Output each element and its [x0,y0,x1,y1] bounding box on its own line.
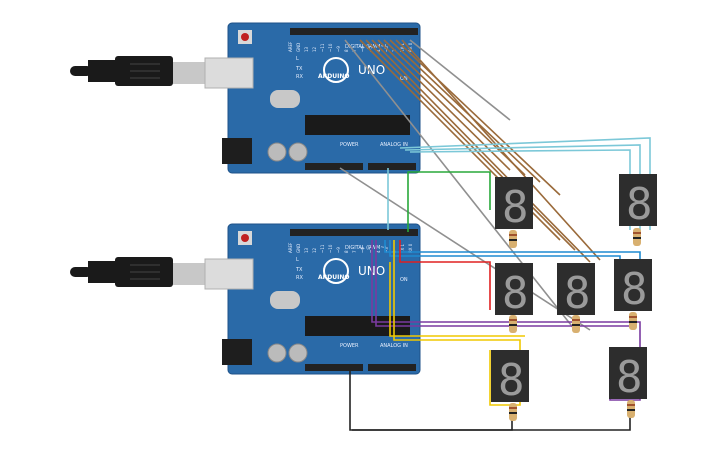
display-digit: 8 [626,179,653,230]
digital-pin-label: 8 [344,250,349,253]
digital-pin-label: ~10 [328,244,333,253]
digital-pin-label: 13 [304,247,309,253]
digital-pin-label: 4 [376,250,381,253]
rx-led-label: RX [296,275,303,281]
seven-segment-display[interactable]: 8 [619,174,657,230]
wire-gray[interactable] [339,167,591,331]
display-digit: 8 [502,268,529,319]
tx-led-label: TX [295,66,303,72]
digital-pin-label: 13 [304,46,309,52]
digital-header-label: DIGITAL (PWM~) [345,44,387,50]
seven-segment-display[interactable]: 8 [557,263,595,319]
digital-pin-label: ~5 [368,46,373,52]
wire-brown[interactable] [395,39,561,196]
board-logo: ARDUINO [318,73,349,80]
seven-segment-display[interactable]: 8 [491,350,529,406]
seven-segment-display[interactable]: 8 [609,347,647,403]
digital-pin-label: 7 [352,49,357,52]
digital-pin-label: 7 [352,250,357,253]
digital-pin-label: ~5 [368,247,373,253]
display-digit: 8 [564,268,591,319]
arduino-board-top[interactable]: ARDUINO UNO DIGITAL (PWM~) POWER ANALOG … [204,22,421,174]
digital-pin-label: AREF [288,242,293,253]
seven-segment-display[interactable]: 8 [495,177,533,233]
l-led-label: L [296,257,299,263]
digital-pin-label: ~9 [336,46,341,52]
wire-yellow[interactable] [389,262,525,337]
digital-pin-label: TX 1 [400,244,405,254]
wire-brown[interactable] [401,39,601,261]
arduino-board-bottom[interactable]: ARDUINO UNO DIGITAL (PWM~) POWER ANALOG … [204,223,421,375]
digital-pin-label: ~11 [320,244,325,253]
digital-header-label: DIGITAL (PWM~) [345,245,387,251]
board-model: UNO [358,63,385,77]
wire-brown[interactable] [383,39,526,176]
resistor[interactable] [633,228,641,246]
resistor[interactable] [509,403,517,421]
tx-led-label: TX [295,267,303,273]
wire-black[interactable] [352,415,513,431]
digital-pin-label: RX 0 [408,243,413,253]
analog-header-label: ANALOG IN [380,142,408,148]
digital-pin-label: RX 0 [408,42,413,52]
board-logo: ARDUINO [318,274,349,281]
digital-pin-label: ~9 [336,247,341,253]
resistor[interactable] [627,400,635,418]
digital-pin-label: GND [296,43,301,52]
display-digit: 8 [498,355,525,406]
digital-pin-label: ~11 [320,43,325,52]
resistor[interactable] [509,315,517,333]
wire-purple[interactable] [375,240,635,327]
l-led-label: L [296,56,299,62]
wire-gray[interactable] [344,39,576,331]
wire-green[interactable] [407,171,491,232]
wire-blue[interactable] [384,240,641,260]
power-header-label: POWER [340,142,359,148]
seven-segment-display[interactable]: 8 [495,263,533,319]
resistor[interactable] [629,312,637,330]
digital-pin-label: ~10 [328,43,333,52]
resistor[interactable] [509,230,517,248]
power-header-label: POWER [340,343,359,349]
analog-header-label: ANALOG IN [380,343,408,349]
wire-gray[interactable] [409,39,511,121]
digital-pin-label: 12 [312,247,317,253]
digital-pin-label: 12 [312,46,317,52]
resistors [509,228,641,421]
digital-pin-label: TX 1 [400,43,405,53]
rx-led-label: RX [296,74,303,80]
digital-pin-label: ~3 [384,247,389,253]
digital-pin-label: AREF [288,41,293,52]
digital-pin-label: ~6 [360,46,365,52]
resistor[interactable] [572,315,580,333]
digital-pin-label: GND [296,244,301,253]
digital-pin-label: 8 [344,49,349,52]
on-led-label: ON [400,277,408,283]
seven-segment-display[interactable]: 8 [614,259,652,315]
wire-red[interactable] [399,240,491,310]
digital-pin-label: 4 [376,49,381,52]
display-digit: 8 [621,264,648,315]
digital-pin-label: ~6 [360,247,365,253]
display-digit: 8 [616,352,643,403]
display-digit: 8 [502,182,529,233]
